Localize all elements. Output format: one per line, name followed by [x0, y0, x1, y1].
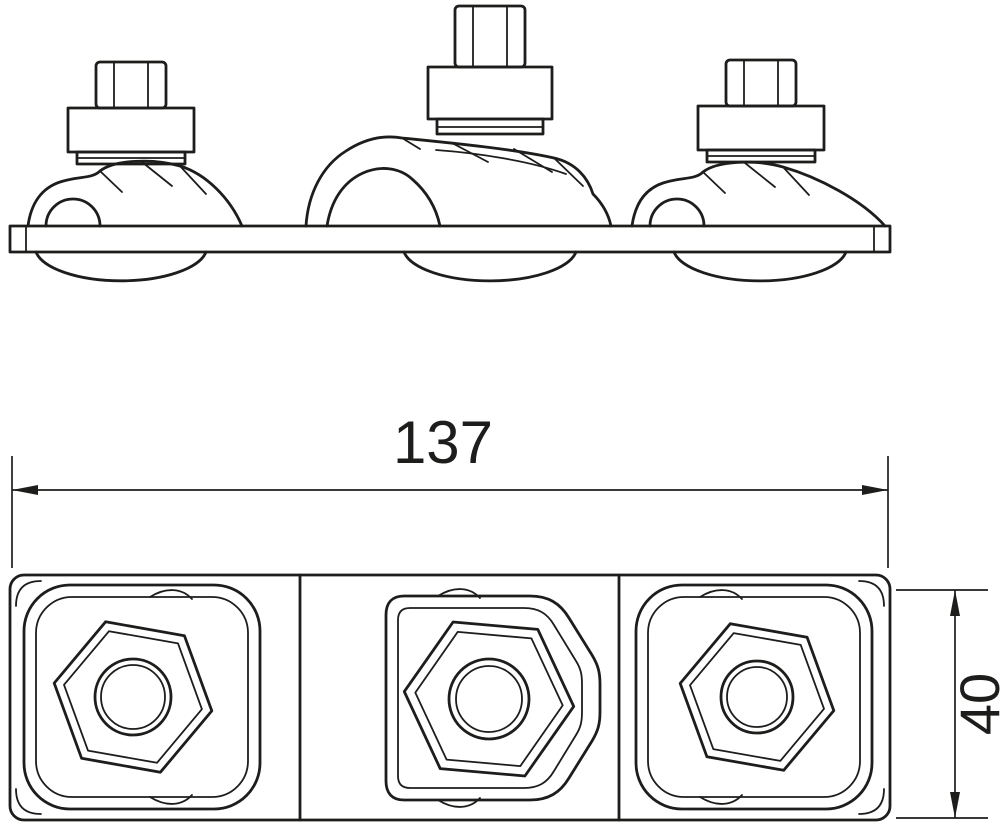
saddle-edge-line: [99, 170, 123, 193]
base-plate-body: [8, 224, 892, 254]
bolt-hole-right: [719, 659, 795, 735]
flange-nut-right: [696, 104, 826, 152]
saddle-edge-line: [179, 165, 207, 195]
arrowhead-right-icon: [862, 485, 888, 495]
saddle-ridge-line: [435, 149, 567, 175]
saddle-arch-left: [44, 197, 102, 228]
arrowhead-left-icon: [12, 485, 38, 495]
saddle-arch-center: [325, 167, 442, 228]
bolt-shaft-right: [726, 666, 788, 728]
saddle-edge-line: [401, 137, 421, 150]
saddle-clamp-right: [630, 160, 887, 228]
clamp-cusp-bottom: [149, 794, 193, 805]
dimension-height-label: 40: [948, 673, 1000, 735]
clamp-cusp-top: [149, 589, 193, 600]
hex-nut-right: [678, 622, 836, 772]
base-plate: [8, 224, 892, 254]
bolt-shaft-center: [455, 665, 523, 733]
bolt-hole-center: [447, 657, 531, 741]
saddle-edge-line: [782, 166, 810, 196]
contact-dome-left: [34, 250, 208, 283]
flange-nut-left: [66, 106, 196, 154]
bolt-hole-left: [93, 657, 173, 737]
arrowhead-down-icon: [950, 792, 960, 818]
hex-nut-chamfer-left: [63, 630, 203, 764]
plan-view: [8, 573, 892, 822]
hex-nut-left: [52, 620, 214, 774]
flange-nut-center: [426, 65, 554, 121]
clamp-cusp-bottom: [699, 794, 743, 805]
bolt-assembly-left: [26, 60, 244, 228]
clamp-outline-outer: [634, 583, 874, 811]
saddle-clamp-center: [304, 135, 613, 228]
clamp-outline-inner: [647, 596, 861, 798]
bolt-assembly-center: [304, 4, 613, 228]
clamp-outline-outer: [22, 583, 262, 811]
saddle-edge-line: [702, 171, 726, 194]
elevation-view: [8, 4, 892, 283]
clamp-outline-outer: [384, 594, 602, 802]
arrowhead-up-icon: [950, 590, 960, 616]
contact-dome-right: [672, 250, 848, 283]
hex-nut-chamfer-center: [414, 631, 564, 767]
saddle-edge-line: [141, 161, 173, 187]
corner-fillet: [15, 580, 42, 607]
corner-fillet: [858, 580, 885, 607]
plate-outline: [8, 573, 892, 822]
saddle-edge-line: [744, 162, 776, 188]
clamp-cusp-top: [699, 589, 743, 600]
saddle-arch-right: [648, 197, 706, 228]
corner-fillet: [15, 788, 42, 815]
bolt-assembly-right: [630, 58, 887, 228]
clamp-outline-inner: [35, 596, 249, 798]
dimension-width-label: 137: [393, 409, 493, 476]
clamp-cell-center: [384, 588, 602, 808]
clamp-outline-inner: [397, 607, 583, 789]
clamp-cusp-top: [437, 588, 481, 599]
saddle-clamp-left: [26, 159, 244, 228]
hex-nut-center: [402, 620, 576, 778]
corner-fillet: [858, 788, 885, 815]
hex-nut-chamfer-right: [689, 632, 825, 762]
contact-dome-center: [402, 250, 578, 283]
dimension-width: 137: [11, 409, 889, 568]
clamp-cell-right: [634, 583, 874, 811]
hex-bolt-head-right: [724, 58, 798, 108]
hex-bolt-head-left: [94, 60, 168, 110]
clamp-cusp-bottom: [437, 797, 481, 808]
clamp-cell-left: [22, 583, 262, 811]
dimension-height: 40: [896, 589, 1000, 819]
hex-bolt-head-center: [453, 4, 527, 69]
saddle-edge-line: [553, 157, 584, 187]
bolt-shaft-left: [100, 664, 166, 730]
